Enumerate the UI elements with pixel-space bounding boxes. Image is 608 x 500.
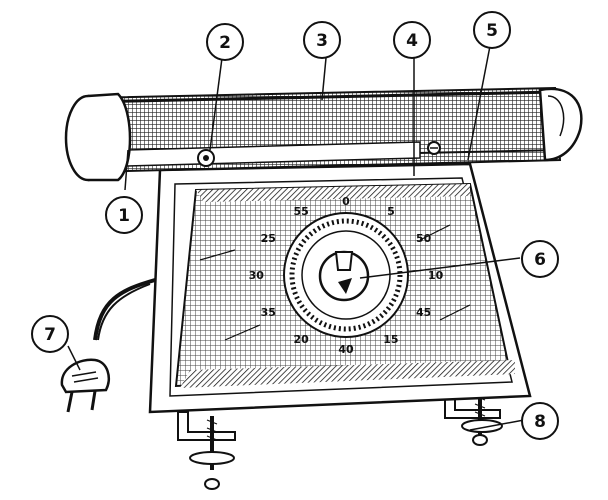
- left-clamp: [177, 411, 236, 490]
- callout-2-label: 2: [219, 33, 231, 53]
- switch-knob: [197, 149, 215, 167]
- leader-lines: [67, 45, 525, 431]
- dial-marking: 20: [294, 333, 310, 346]
- callout-8-label: 8: [534, 412, 546, 432]
- callout-4-label: 4: [406, 31, 418, 51]
- dial-marking: 15: [383, 333, 398, 346]
- dial-marking: 50: [416, 232, 432, 245]
- dial-marking: 35: [261, 306, 276, 319]
- callout-5-label: 5: [486, 21, 498, 41]
- callout-2: 2: [206, 23, 244, 61]
- callout-4: 4: [393, 21, 431, 59]
- dial-marking: 5: [387, 205, 395, 218]
- callout-5: 5: [473, 11, 511, 49]
- callout-8: 8: [521, 402, 559, 440]
- callout-3-label: 3: [316, 31, 328, 51]
- right-screw: [427, 141, 441, 155]
- dial-marking: 25: [261, 232, 276, 245]
- callout-1-label: 1: [118, 206, 130, 226]
- left-end-cap: [64, 92, 132, 182]
- callout-7: 7: [31, 315, 69, 353]
- timer-knob: [318, 250, 370, 302]
- plug: [60, 358, 110, 413]
- dial-marking: 55: [294, 205, 309, 218]
- callout-6: 6: [521, 240, 559, 278]
- dial-marking: 45: [416, 306, 431, 319]
- right-end-cap: [538, 87, 583, 162]
- dial-marking: 0: [342, 195, 350, 208]
- power-cord: [93, 278, 156, 341]
- callout-7-label: 7: [44, 325, 56, 345]
- callout-3: 3: [303, 21, 341, 59]
- callout-6-label: 6: [534, 250, 546, 270]
- dial-marking: 40: [338, 343, 354, 356]
- dial-marking: 30: [249, 269, 265, 282]
- dial-marking: 10: [428, 269, 444, 282]
- callout-1: 1: [105, 196, 143, 234]
- heater-tube: [83, 86, 562, 174]
